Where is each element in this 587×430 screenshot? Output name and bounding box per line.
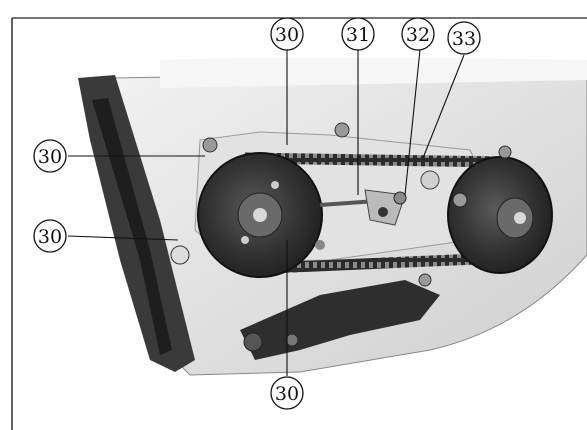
pulley-screw xyxy=(241,236,249,244)
bracket-bolt xyxy=(243,332,263,352)
callout-31: 31 xyxy=(341,17,375,51)
bracket-bolt xyxy=(285,333,299,347)
svg-text:30: 30 xyxy=(38,226,62,248)
left-rail-shadow xyxy=(92,98,172,355)
callout-30-left-lower: 30 xyxy=(33,219,67,253)
svg-text:33: 33 xyxy=(452,28,476,50)
svg-text:31: 31 xyxy=(346,24,370,46)
tension-bolt xyxy=(393,191,407,205)
idler-stud xyxy=(420,170,440,190)
tension-bolt xyxy=(378,207,388,217)
svg-text:30: 30 xyxy=(275,24,299,46)
belt-bottom xyxy=(269,252,501,274)
housing-top xyxy=(160,57,587,88)
callout-30-top: 30 xyxy=(270,17,304,51)
right-pulley-shaft xyxy=(514,212,526,224)
belt-top xyxy=(244,152,506,168)
leader-lines xyxy=(67,49,465,376)
housing-bolt xyxy=(202,137,218,153)
svg-text:30: 30 xyxy=(275,383,299,405)
svg-text:32: 32 xyxy=(406,24,430,46)
callout-33: 33 xyxy=(447,21,481,55)
callout-32: 32 xyxy=(401,17,435,51)
housing-bolt xyxy=(170,245,190,265)
housing-bolt xyxy=(334,122,350,138)
left-pulley-shaft xyxy=(253,208,267,222)
housing-bolt xyxy=(418,273,432,287)
housing-bolt xyxy=(498,145,512,159)
callout-30-bottom: 30 xyxy=(270,376,304,410)
housing-bolt xyxy=(315,240,325,250)
callout-30-left-upper: 30 xyxy=(33,139,67,173)
pulley-screw xyxy=(452,192,468,208)
svg-text:30: 30 xyxy=(38,146,62,168)
pulley-screw xyxy=(271,181,279,189)
